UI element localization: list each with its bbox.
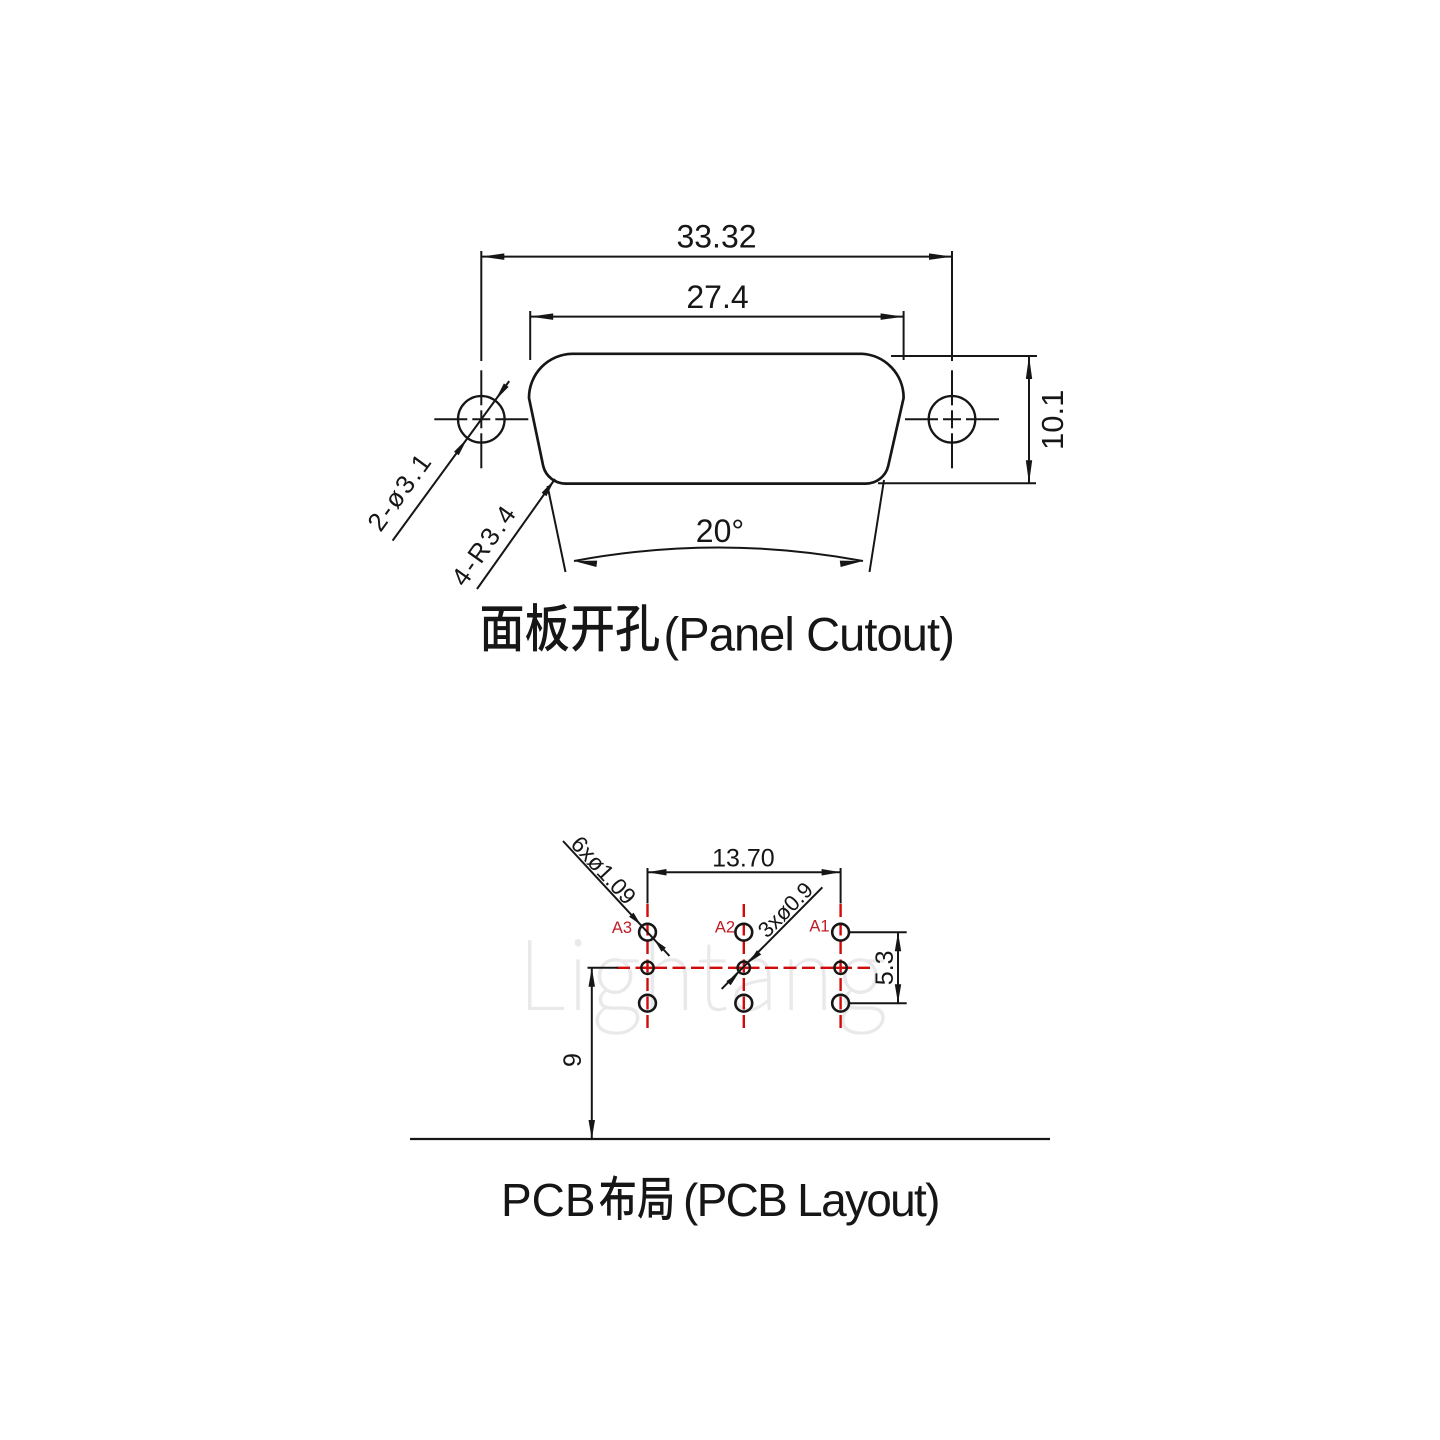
- svg-text:(PCB Layout): (PCB Layout): [683, 1174, 939, 1226]
- svg-text:13.70: 13.70: [712, 845, 775, 873]
- svg-text:(Panel Cutout): (Panel Cutout): [664, 608, 954, 661]
- svg-text:5.3: 5.3: [871, 950, 899, 985]
- svg-text:20°: 20°: [696, 513, 744, 549]
- svg-text:9: 9: [559, 1053, 587, 1067]
- svg-text:27.4: 27.4: [686, 279, 748, 315]
- svg-text:33.32: 33.32: [676, 219, 756, 255]
- svg-text:A2: A2: [715, 919, 735, 937]
- svg-text:PCB: PCB: [501, 1174, 596, 1226]
- svg-text:A1: A1: [809, 918, 829, 936]
- svg-text:A3: A3: [612, 919, 632, 937]
- svg-text:10.1: 10.1: [1035, 390, 1070, 450]
